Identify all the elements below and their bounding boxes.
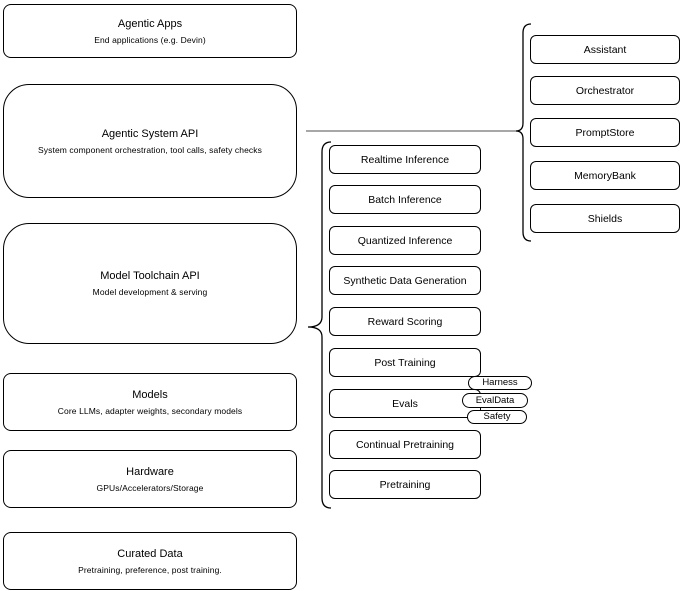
node-label: PromptStore: [575, 126, 635, 139]
node-title: Agentic Apps: [117, 17, 183, 30]
node-agentic-system-api: Agentic System API System component orch…: [3, 84, 297, 198]
pill-safety: Safety: [467, 410, 527, 424]
node-synthetic-data-generation: Synthetic Data Generation: [329, 266, 481, 295]
brace-system-group: [515, 23, 532, 242]
node-memorybank: MemoryBank: [530, 161, 680, 190]
node-realtime-inference: Realtime Inference: [329, 145, 481, 174]
pill-label: Harness: [482, 377, 518, 389]
node-curated-data: Curated Data Pretraining, preference, po…: [3, 532, 297, 590]
node-evals: Evals: [329, 389, 481, 418]
node-title: Hardware: [126, 465, 174, 478]
pill-harness: Harness: [468, 376, 532, 390]
node-subtitle: GPUs/Accelerators/Storage: [96, 482, 204, 493]
node-shields: Shields: [530, 204, 680, 233]
node-subtitle: Model development & serving: [92, 287, 208, 297]
node-pretraining: Pretraining: [329, 470, 481, 499]
node-post-training: Post Training: [329, 348, 481, 377]
node-orchestrator: Orchestrator: [530, 76, 680, 105]
node-models: Models Core LLMs, adapter weights, secon…: [3, 373, 297, 431]
node-agentic-apps: Agentic Apps End applications (e.g. Devi…: [3, 4, 297, 58]
pill-label: EvalData: [475, 394, 515, 406]
brace-toolchain-group: [307, 141, 332, 509]
node-label: Realtime Inference: [360, 153, 450, 166]
pill-label: Safety: [483, 411, 511, 423]
node-label: Orchestrator: [575, 84, 635, 97]
node-title: Models: [132, 388, 168, 401]
node-label: Continual Pretraining: [355, 438, 455, 451]
node-label: Reward Scoring: [367, 315, 443, 328]
node-subtitle: Pretraining, preference, post training.: [78, 564, 222, 575]
node-subtitle: Core LLMs, adapter weights, secondary mo…: [57, 405, 243, 416]
node-title: Curated Data: [117, 547, 183, 560]
node-continual-pretraining: Continual Pretraining: [329, 430, 481, 459]
node-batch-inference: Batch Inference: [329, 185, 481, 214]
node-promptstore: PromptStore: [530, 118, 680, 147]
node-assistant: Assistant: [530, 35, 680, 64]
node-subtitle: End applications (e.g. Devin): [94, 34, 206, 45]
node-title: Agentic System API: [101, 127, 199, 140]
node-label: Assistant: [583, 43, 627, 56]
node-label: Post Training: [374, 356, 436, 369]
node-label: Batch Inference: [368, 193, 442, 206]
node-label: Synthetic Data Generation: [343, 274, 467, 287]
node-label: Pretraining: [379, 478, 431, 491]
node-label: Quantized Inference: [357, 234, 453, 247]
node-title: Model Toolchain API: [100, 270, 200, 282]
node-reward-scoring: Reward Scoring: [329, 307, 481, 336]
node-hardware: Hardware GPUs/Accelerators/Storage: [3, 450, 297, 508]
node-label: MemoryBank: [574, 169, 636, 182]
node-label: Shields: [587, 212, 623, 225]
node-model-toolchain-api: Model Toolchain API Model development & …: [3, 223, 297, 344]
node-quantized-inference: Quantized Inference: [329, 226, 481, 255]
pill-evaldata: EvalData: [462, 393, 528, 408]
node-label: Evals: [392, 397, 418, 410]
node-subtitle: System component orchestration, tool cal…: [38, 144, 262, 155]
